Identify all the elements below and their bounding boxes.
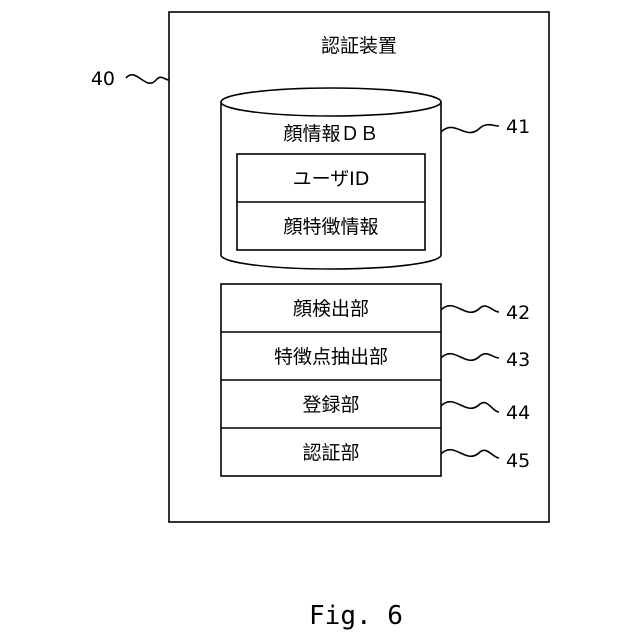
unit-ref-leader: [441, 354, 499, 361]
unit-ref-label: 45: [506, 450, 530, 472]
unit-ref-leader: [441, 402, 499, 412]
unit-ref-label: 43: [506, 349, 530, 371]
unit-face-detection: 顔検出部: [293, 298, 369, 320]
device-title: 認証装置: [321, 35, 397, 57]
figure-caption: Fig. 6: [309, 601, 403, 631]
unit-ref-leader: [441, 306, 499, 313]
device-ref-label: 40: [91, 68, 115, 90]
unit-ref-label: 44: [506, 402, 530, 424]
unit-registration: 登録部: [302, 394, 359, 416]
unit-ref-leader: [441, 450, 499, 458]
unit-ref-label: 42: [506, 302, 530, 324]
unit-feature-point-extraction: 特徴点抽出部: [274, 346, 388, 368]
unit-authentication: 認証部: [302, 442, 359, 464]
database-title: 顔情報ＤＢ: [283, 123, 378, 145]
field-face-feature-info: 顔特徴情報: [283, 216, 378, 238]
database-top: [221, 88, 441, 116]
device-ref-leader: [126, 75, 169, 83]
unit-stack: 顔検出部 特徴点抽出部 登録部 認証部: [221, 284, 441, 476]
database-ref-label: 41: [506, 116, 530, 138]
database-ref-leader: [441, 125, 499, 133]
field-user-id: ユーザID: [293, 168, 370, 190]
